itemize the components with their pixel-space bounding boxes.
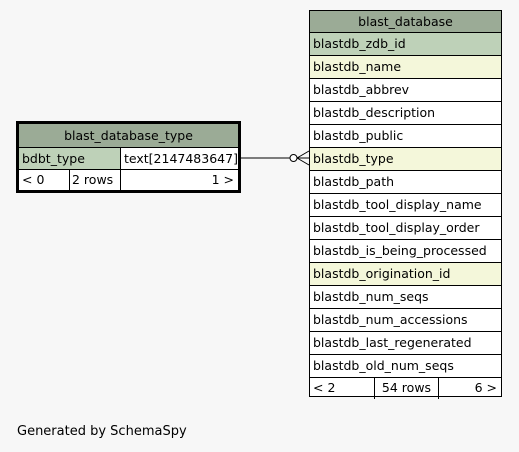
- column-row[interactable]: blastdb_tool_display_order: [310, 217, 501, 240]
- child-count[interactable]: 1 >: [211, 172, 234, 187]
- table-title: blast_database: [310, 11, 501, 33]
- column-type: text[2147483647]: [121, 148, 238, 169]
- table-footer: < 0 2 rows 1 >: [19, 170, 238, 191]
- table-title: blast_database_type: [19, 124, 238, 148]
- column-row[interactable]: blastdb_last_regenerated: [310, 332, 501, 355]
- column-row[interactable]: blastdb_num_seqs: [310, 286, 501, 309]
- column-row[interactable]: blastdb_old_num_seqs: [310, 355, 501, 378]
- column-row[interactable]: blastdb_description: [310, 102, 501, 125]
- column-row[interactable]: blastdb_abbrev: [310, 79, 501, 102]
- column-row[interactable]: blastdb_public: [310, 125, 501, 148]
- column-row[interactable]: blastdb_num_accessions: [310, 309, 501, 332]
- parent-count[interactable]: < 2: [310, 378, 375, 399]
- column-row[interactable]: blastdb_zdb_id: [310, 33, 501, 56]
- column-row[interactable]: blastdb_path: [310, 171, 501, 194]
- generated-by-credit: Generated by SchemaSpy: [17, 424, 187, 439]
- column-name: bdbt_type: [19, 148, 121, 169]
- row-count: 2 rows: [70, 170, 121, 191]
- child-count[interactable]: 6 >: [474, 380, 497, 395]
- fk-crowfoot: [296, 150, 310, 166]
- parent-count[interactable]: < 0: [19, 170, 70, 191]
- column-row[interactable]: blastdb_tool_display_name: [310, 194, 501, 217]
- column-row[interactable]: blastdb_type: [310, 148, 501, 171]
- fk-optional-circle: [289, 154, 298, 162]
- column-row[interactable]: blastdb_origination_id: [310, 263, 501, 286]
- row-count: 54 rows: [375, 378, 439, 399]
- column-row[interactable]: bdbt_type text[2147483647]: [19, 148, 238, 170]
- column-row[interactable]: blastdb_name: [310, 56, 501, 79]
- table-footer: < 2 54 rows 6 >: [310, 378, 501, 399]
- table-blast-database-type[interactable]: blast_database_type bdbt_type text[21474…: [16, 121, 241, 193]
- column-row[interactable]: blastdb_is_being_processed: [310, 240, 501, 263]
